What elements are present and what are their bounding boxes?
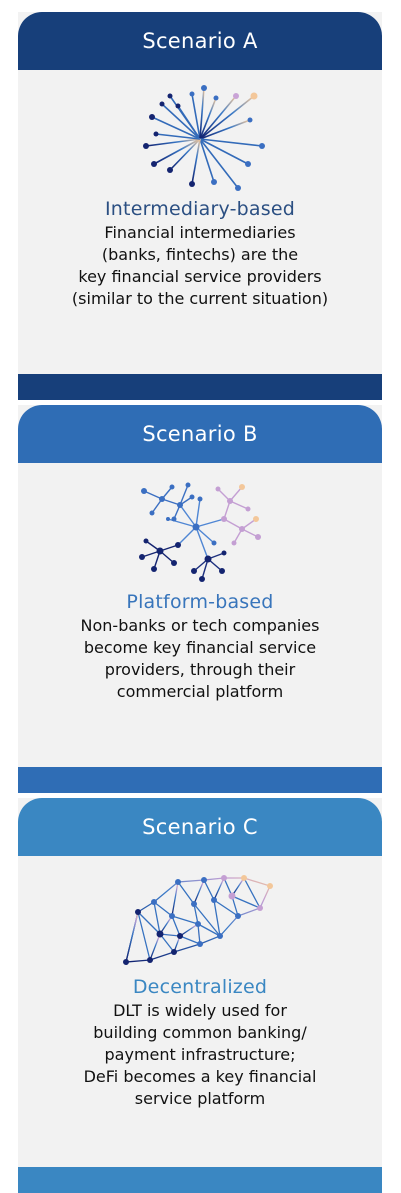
scenario-a-title: Intermediary-based bbox=[105, 198, 295, 220]
description-line: (banks, fintechs) are the bbox=[101, 245, 299, 264]
description-line: Non-banks or tech companies bbox=[80, 616, 320, 635]
scenario-a-footer bbox=[18, 374, 382, 400]
description-line: become key financial service bbox=[83, 638, 317, 657]
description-line: service platform bbox=[134, 1089, 266, 1108]
scenario-b-description: Non-banks or tech companies become key f… bbox=[18, 615, 382, 703]
scenario-c-body: Decentralized DLT is widely used for bui… bbox=[18, 856, 382, 1167]
scenario-b-footer bbox=[18, 767, 382, 793]
description-line: key financial service providers bbox=[78, 267, 322, 286]
description-line: DLT is widely used for bbox=[113, 1001, 287, 1020]
description-line: providers, through their bbox=[104, 660, 296, 679]
scenario-a-header-label: Scenario A bbox=[142, 29, 258, 53]
scenario-c-card: Scenario C bbox=[18, 798, 382, 1193]
description-line: building common banking/ bbox=[93, 1023, 307, 1042]
scenario-a-description: Financial intermediaries (banks, fintech… bbox=[18, 222, 382, 310]
description-line: payment infrastructure; bbox=[104, 1045, 296, 1064]
scenario-a-header: Scenario A bbox=[18, 12, 382, 70]
mesh-network-icon bbox=[123, 875, 273, 965]
scenario-b-header: Scenario B bbox=[18, 405, 382, 463]
scenario-a-card: Scenario A bbox=[18, 12, 382, 400]
description-line: commercial platform bbox=[116, 682, 284, 701]
multi-hub-network-icon bbox=[139, 482, 261, 582]
description-line: DeFi becomes a key financial bbox=[83, 1067, 317, 1086]
scenario-c-footer bbox=[18, 1167, 382, 1193]
scenario-c-description: DLT is widely used for building common b… bbox=[18, 1000, 382, 1110]
scenario-b-card: Scenario B bbox=[18, 405, 382, 793]
description-line: (similar to the current situation) bbox=[71, 289, 329, 308]
scenario-c-header: Scenario C bbox=[18, 798, 382, 856]
scenario-b-body: Platform-based Non-banks or tech compani… bbox=[18, 463, 382, 767]
hub-network-icon bbox=[143, 85, 265, 191]
scenario-c-header-label: Scenario C bbox=[142, 815, 258, 839]
description-line: Financial intermediaries bbox=[104, 223, 296, 242]
scenario-b-header-label: Scenario B bbox=[142, 422, 258, 446]
scenario-a-body: Intermediary-based Financial intermediar… bbox=[18, 70, 382, 374]
scenario-b-title: Platform-based bbox=[126, 591, 274, 613]
scenario-c-title: Decentralized bbox=[132, 976, 268, 998]
